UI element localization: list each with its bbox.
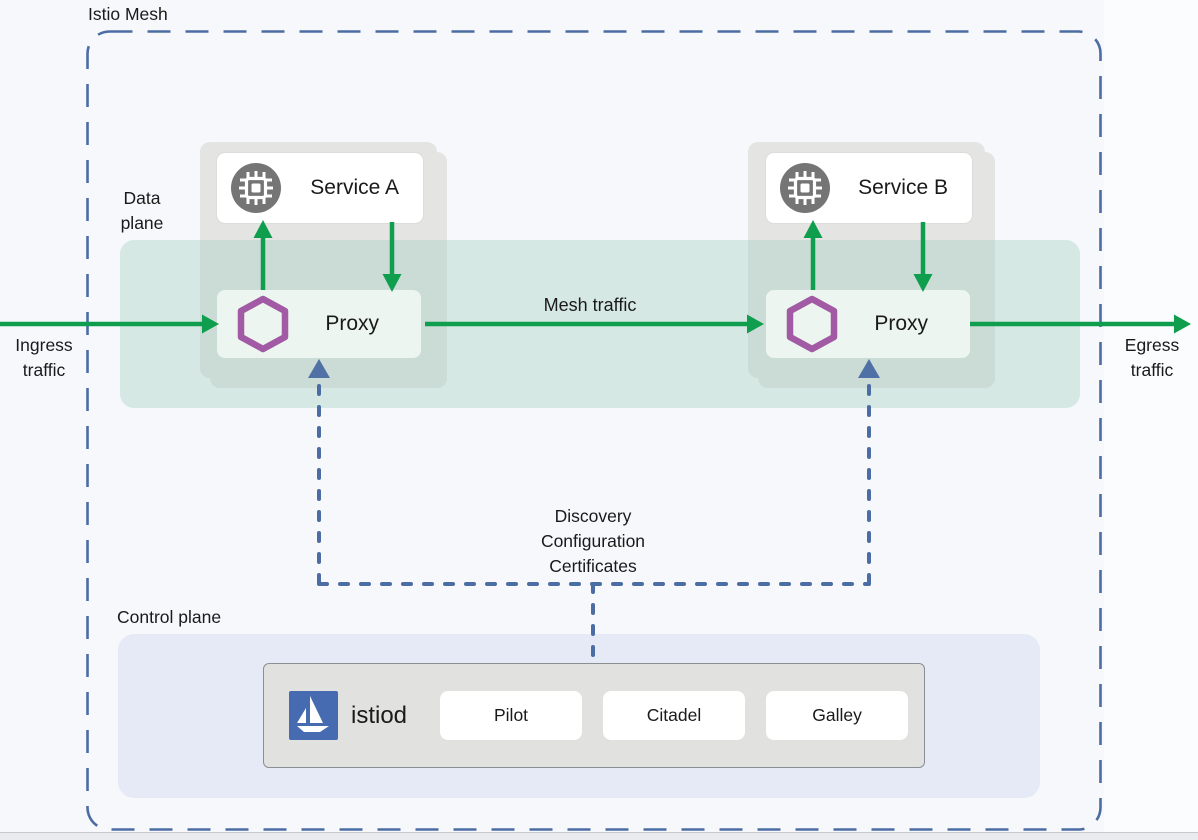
control-channel-label: Discovery Configuration Certificates: [493, 504, 693, 579]
proxy-a-box: Proxy: [217, 290, 421, 358]
istio-mesh-title: Istio Mesh: [88, 4, 168, 24]
pilot-box: Pilot: [440, 691, 583, 740]
galley-box: Galley: [766, 691, 909, 740]
cpu-chip-icon: [780, 163, 830, 213]
service-b-card: Service B: [766, 153, 972, 223]
istiod-box: istiod Pilot Citadel Galley: [263, 663, 925, 768]
proxy-a-label: Proxy: [325, 312, 379, 335]
service-a-label: Service A: [310, 176, 399, 199]
discovery-line: Discovery: [554, 506, 632, 526]
certificates-line: Certificates: [549, 556, 637, 576]
galley-label: Galley: [812, 705, 862, 725]
proxy-b-box: Proxy: [766, 290, 970, 358]
istio-sail-icon: [289, 691, 338, 740]
envoy-hexagon-icon: [786, 295, 838, 353]
egress-traffic-label: Egress traffic: [1124, 335, 1180, 380]
istiod-label: istiod: [351, 701, 408, 729]
service-a-card: Service A: [217, 153, 423, 223]
control-plane-label: Control plane: [117, 607, 222, 627]
citadel-label: Citadel: [646, 705, 702, 725]
cpu-chip-icon: [231, 163, 281, 213]
data-plane-label: Data plane: [120, 188, 164, 233]
outside-mesh-background: [1104, 0, 1198, 840]
configuration-line: Configuration: [540, 531, 646, 551]
ingress-traffic-label: Ingress traffic: [15, 335, 73, 380]
window-bottom-edge: [0, 832, 1198, 840]
proxy-b-label: Proxy: [874, 312, 928, 335]
mesh-traffic-label: Mesh traffic: [543, 295, 637, 315]
service-b-label: Service B: [858, 176, 948, 199]
citadel-box: Citadel: [603, 691, 746, 740]
envoy-hexagon-icon: [237, 295, 289, 353]
pilot-label: Pilot: [494, 705, 529, 725]
